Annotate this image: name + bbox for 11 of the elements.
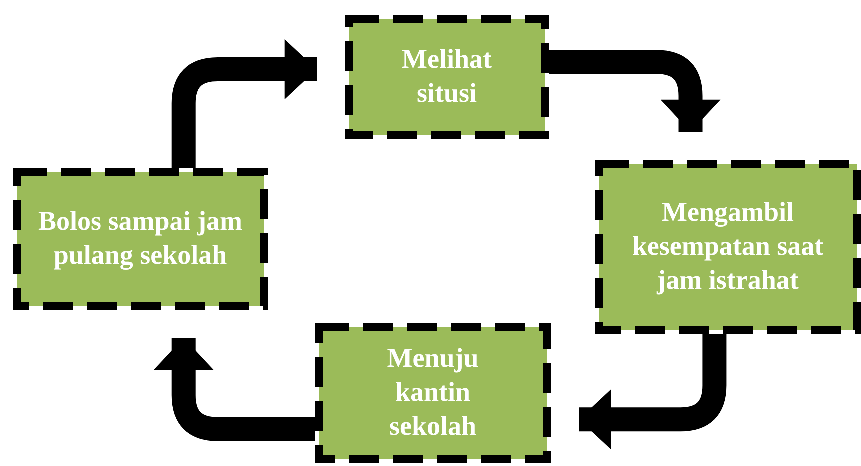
process-box — [13, 168, 268, 310]
node-text: Menuju kantin sekolah — [386, 342, 480, 443]
node-text: Mengambil kesempatan saat jam istrahat — [631, 196, 825, 297]
node-text: Melihat situsi — [401, 43, 493, 110]
arrow — [154, 338, 315, 442]
process-box — [595, 160, 861, 334]
process-box — [345, 15, 549, 139]
arrow — [172, 40, 317, 168]
node-text: Bolos sampai jam pulang sekolah — [37, 205, 244, 272]
process-box — [315, 323, 551, 463]
arrow — [549, 50, 721, 132]
